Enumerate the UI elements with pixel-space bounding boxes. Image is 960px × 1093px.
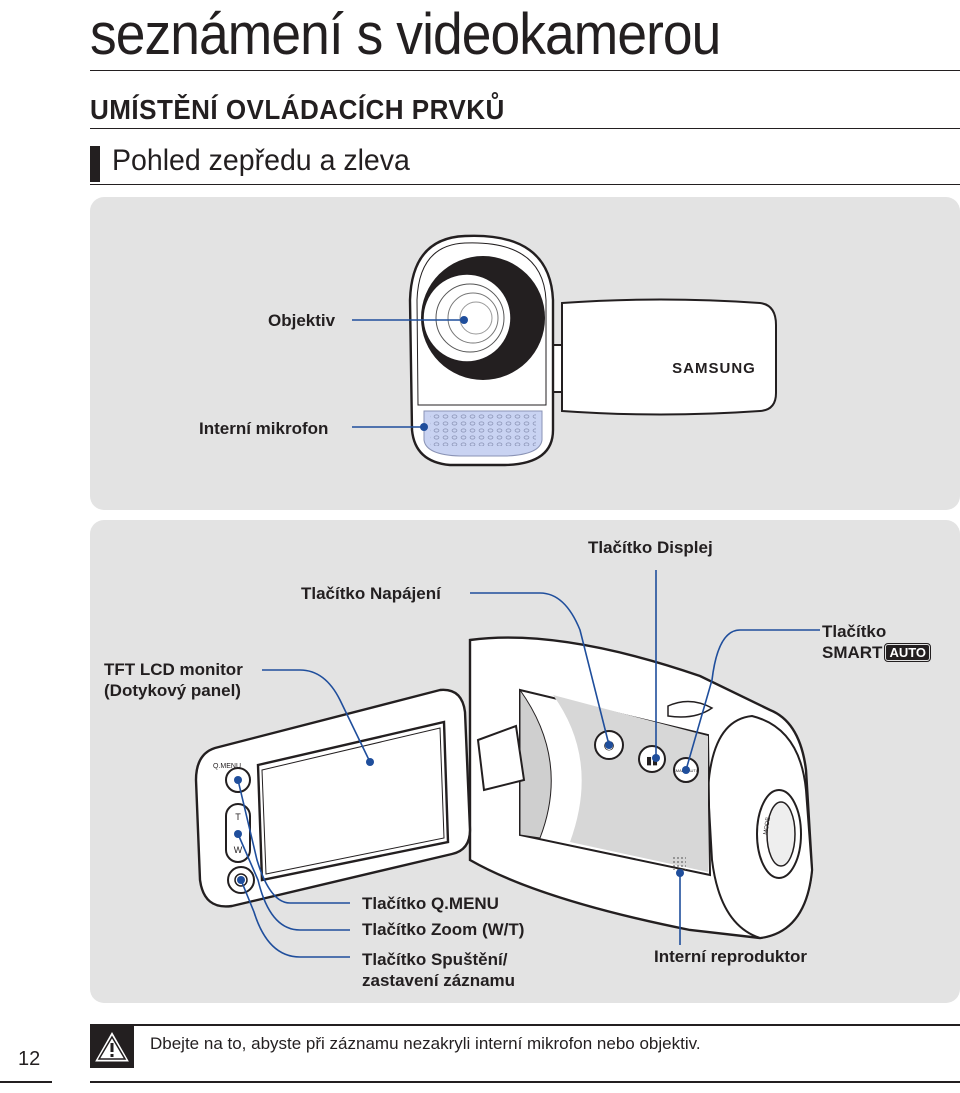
label-lens: Objektiv xyxy=(268,311,336,330)
smart-auto-badge: AUTO xyxy=(884,643,932,662)
label-record-button: Tlačítko Spuštění/ zastavení záznamu xyxy=(362,949,515,991)
mode-dial-label: MODE xyxy=(763,817,772,836)
page-number: 12 xyxy=(18,1048,41,1070)
label-display-button: Tlačítko Displej xyxy=(588,538,713,557)
subheading-bar xyxy=(90,146,100,182)
side-camcorder: MODE ⏻ ▮▮ SMART AUTO Q.MENU T W xyxy=(194,636,814,940)
brand-logo: SAMSUNG xyxy=(672,360,756,377)
leader-dots xyxy=(234,316,690,884)
label-power-button: Tlačítko Napájení xyxy=(301,584,441,603)
label-smart-line1: Tlačítko xyxy=(822,622,887,641)
warning-note: Dbejte na to, abyste při záznamu nezakry… xyxy=(150,1034,701,1053)
leader-lines xyxy=(237,319,820,958)
section-heading: UMÍSTĚNÍ OVLÁDACÍCH PRVKŮ xyxy=(90,94,505,125)
front-camcorder: SAMSUNG xyxy=(408,234,777,467)
subheading: Pohled zepředu a zleva xyxy=(90,142,960,185)
label-lcd-monitor: TFT LCD monitor (Dotykový panel) xyxy=(104,659,243,701)
page-number-rule xyxy=(0,1081,52,1083)
wide-marking: W xyxy=(234,845,243,855)
chapter-title: seznámení s videokamerou xyxy=(90,2,721,67)
heading-rule xyxy=(90,128,960,129)
label-lcd-line1: TFT LCD monitor xyxy=(104,660,243,679)
footer-rule-bottom xyxy=(90,1081,960,1083)
label-record-line1: Tlačítko Spuštění/ xyxy=(362,950,508,969)
label-qmenu-button: Tlačítko Q.MENU xyxy=(362,894,499,913)
footer-rule-top xyxy=(90,1024,960,1026)
subheading-text: Pohled zepředu a zleva xyxy=(112,144,410,177)
qmenu-marking: Q.MENU xyxy=(213,763,241,770)
label-zoom-button: Tlačítko Zoom (W/T) xyxy=(362,920,525,939)
label-internal-speaker: Interní reproduktor xyxy=(654,947,808,966)
label-lcd-line2: (Dotykový panel) xyxy=(104,681,241,700)
tele-marking: T xyxy=(235,812,241,822)
label-internal-mic: Interní mikrofon xyxy=(199,419,329,438)
label-smart-line2: SMART xyxy=(822,643,883,662)
warning-icon xyxy=(90,1026,134,1068)
title-rule xyxy=(90,70,960,71)
label-record-line2: zastavení záznamu xyxy=(362,971,516,990)
